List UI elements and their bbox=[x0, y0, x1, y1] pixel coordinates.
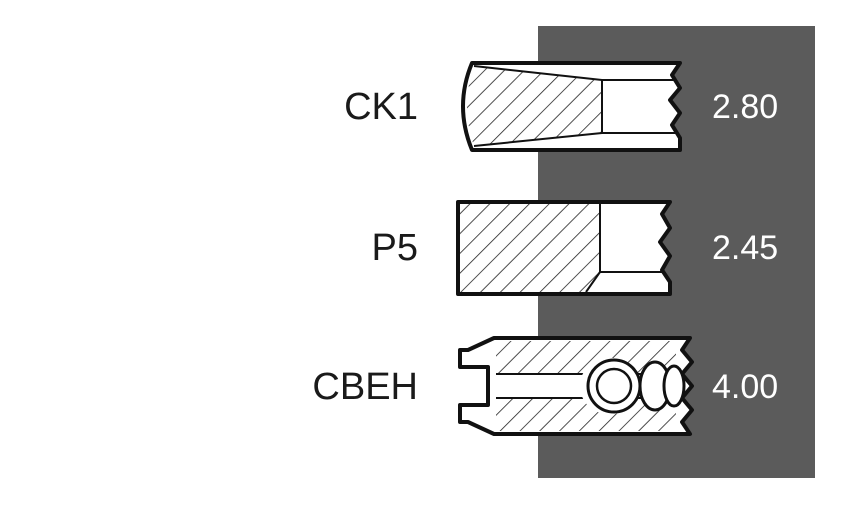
ring-profile-ck1 bbox=[461, 61, 682, 152]
ring-label-ck1: CK1 bbox=[344, 86, 418, 128]
ring-value-cbeh: 4.00 bbox=[712, 368, 779, 406]
ring-label-cbeh: CBEH bbox=[312, 366, 418, 408]
ring-value-ck1: 2.80 bbox=[712, 88, 779, 126]
ring-value-p5: 2.45 bbox=[712, 229, 779, 267]
ring-profile-p5 bbox=[456, 200, 672, 296]
ring-label-p5: P5 bbox=[371, 227, 418, 269]
ring-profile-cbeh bbox=[458, 336, 694, 436]
